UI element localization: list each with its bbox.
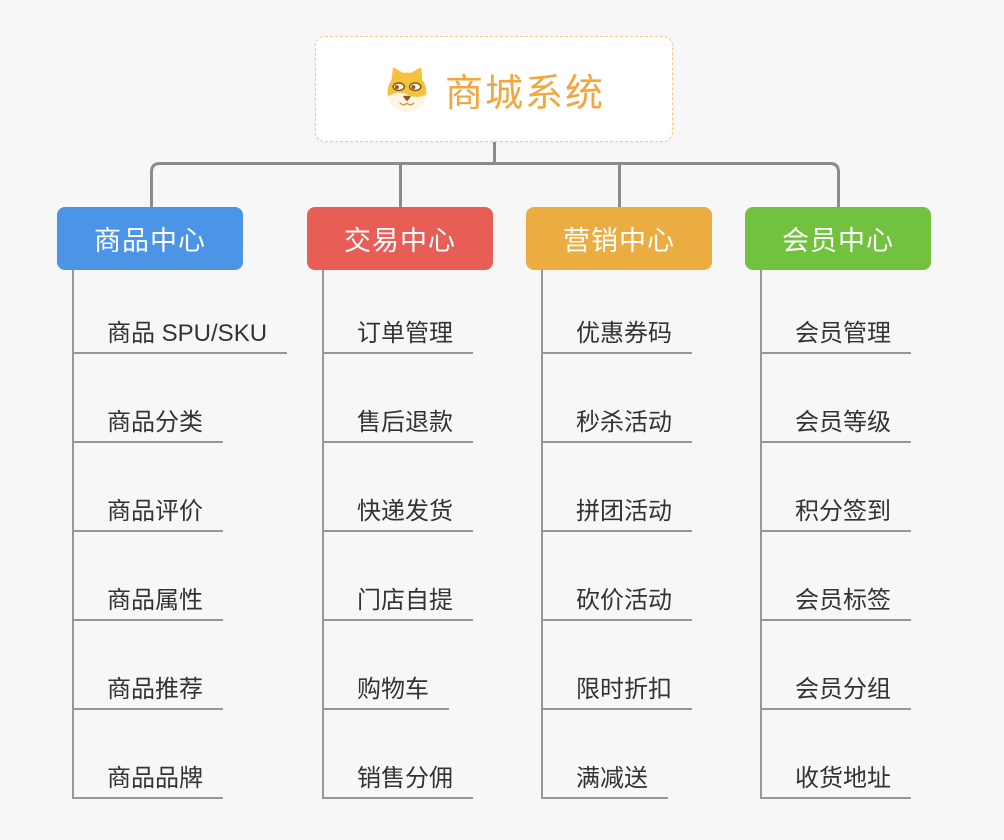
leaf-item[interactable]: 收货地址 xyxy=(762,710,911,799)
root-title: 商城系统 xyxy=(444,72,605,115)
root-node[interactable]: 商城系统 xyxy=(315,36,673,142)
leaf-item[interactable]: 订单管理 xyxy=(324,270,473,354)
leaf-item[interactable]: 售后退款 xyxy=(324,354,473,443)
leaf-item[interactable]: 满减送 xyxy=(543,710,668,799)
leaf-item[interactable]: 会员标签 xyxy=(762,532,911,621)
leaf-item[interactable]: 商品品牌 xyxy=(74,710,223,799)
branch-member-center: 会员中心 会员管理 会员等级 积分签到 会员标签 会员分组 收货地址 xyxy=(745,207,995,799)
branch-trade-center: 交易中心 订单管理 售后退款 快递发货 门店自提 购物车 销售分佣 xyxy=(307,207,557,799)
branch-node-product-center[interactable]: 商品中心 xyxy=(57,207,243,270)
leaf-item[interactable]: 商品属性 xyxy=(74,532,223,621)
leaf-item[interactable]: 商品推荐 xyxy=(74,621,223,710)
branch-node-member-center[interactable]: 会员中心 xyxy=(745,207,931,270)
doge-face-icon xyxy=(387,67,427,112)
branch-node-marketing-center[interactable]: 营销中心 xyxy=(526,207,712,270)
leaf-item[interactable]: 会员等级 xyxy=(762,354,911,443)
leaf-list-marketing-center: 优惠券码 秒杀活动 拼团活动 砍价活动 限时折扣 满减送 xyxy=(541,270,692,799)
leaf-item[interactable]: 限时折扣 xyxy=(543,621,692,710)
leaf-item[interactable]: 快递发货 xyxy=(324,443,473,532)
leaf-item[interactable]: 商品分类 xyxy=(74,354,223,443)
leaf-item[interactable]: 积分签到 xyxy=(762,443,911,532)
leaf-list-member-center: 会员管理 会员等级 积分签到 会员标签 会员分组 收货地址 xyxy=(760,270,911,799)
leaf-item[interactable]: 秒杀活动 xyxy=(543,354,692,443)
branch-node-trade-center[interactable]: 交易中心 xyxy=(307,207,493,270)
branch-product-center: 商品中心 商品 SPU/SKU 商品分类 商品评价 商品属性 商品推荐 商品品牌 xyxy=(57,207,307,799)
leaf-list-product-center: 商品 SPU/SKU 商品分类 商品评价 商品属性 商品推荐 商品品牌 xyxy=(72,270,288,799)
leaf-item[interactable]: 门店自提 xyxy=(324,532,473,621)
leaf-item[interactable]: 拼团活动 xyxy=(543,443,692,532)
leaf-item[interactable]: 商品评价 xyxy=(74,443,223,532)
leaf-item[interactable]: 会员分组 xyxy=(762,621,911,710)
leaf-item[interactable]: 销售分佣 xyxy=(324,710,473,799)
leaf-item[interactable]: 商品 SPU/SKU xyxy=(74,270,288,354)
branch-marketing-center: 营销中心 优惠券码 秒杀活动 拼团活动 砍价活动 限时折扣 满减送 xyxy=(526,207,776,799)
leaf-item[interactable]: 砍价活动 xyxy=(543,532,692,621)
leaf-list-trade-center: 订单管理 售后退款 快递发货 门店自提 购物车 销售分佣 xyxy=(322,270,473,799)
leaf-item[interactable]: 优惠券码 xyxy=(543,270,692,354)
leaf-item[interactable]: 购物车 xyxy=(324,621,449,710)
leaf-item[interactable]: 会员管理 xyxy=(762,270,911,354)
